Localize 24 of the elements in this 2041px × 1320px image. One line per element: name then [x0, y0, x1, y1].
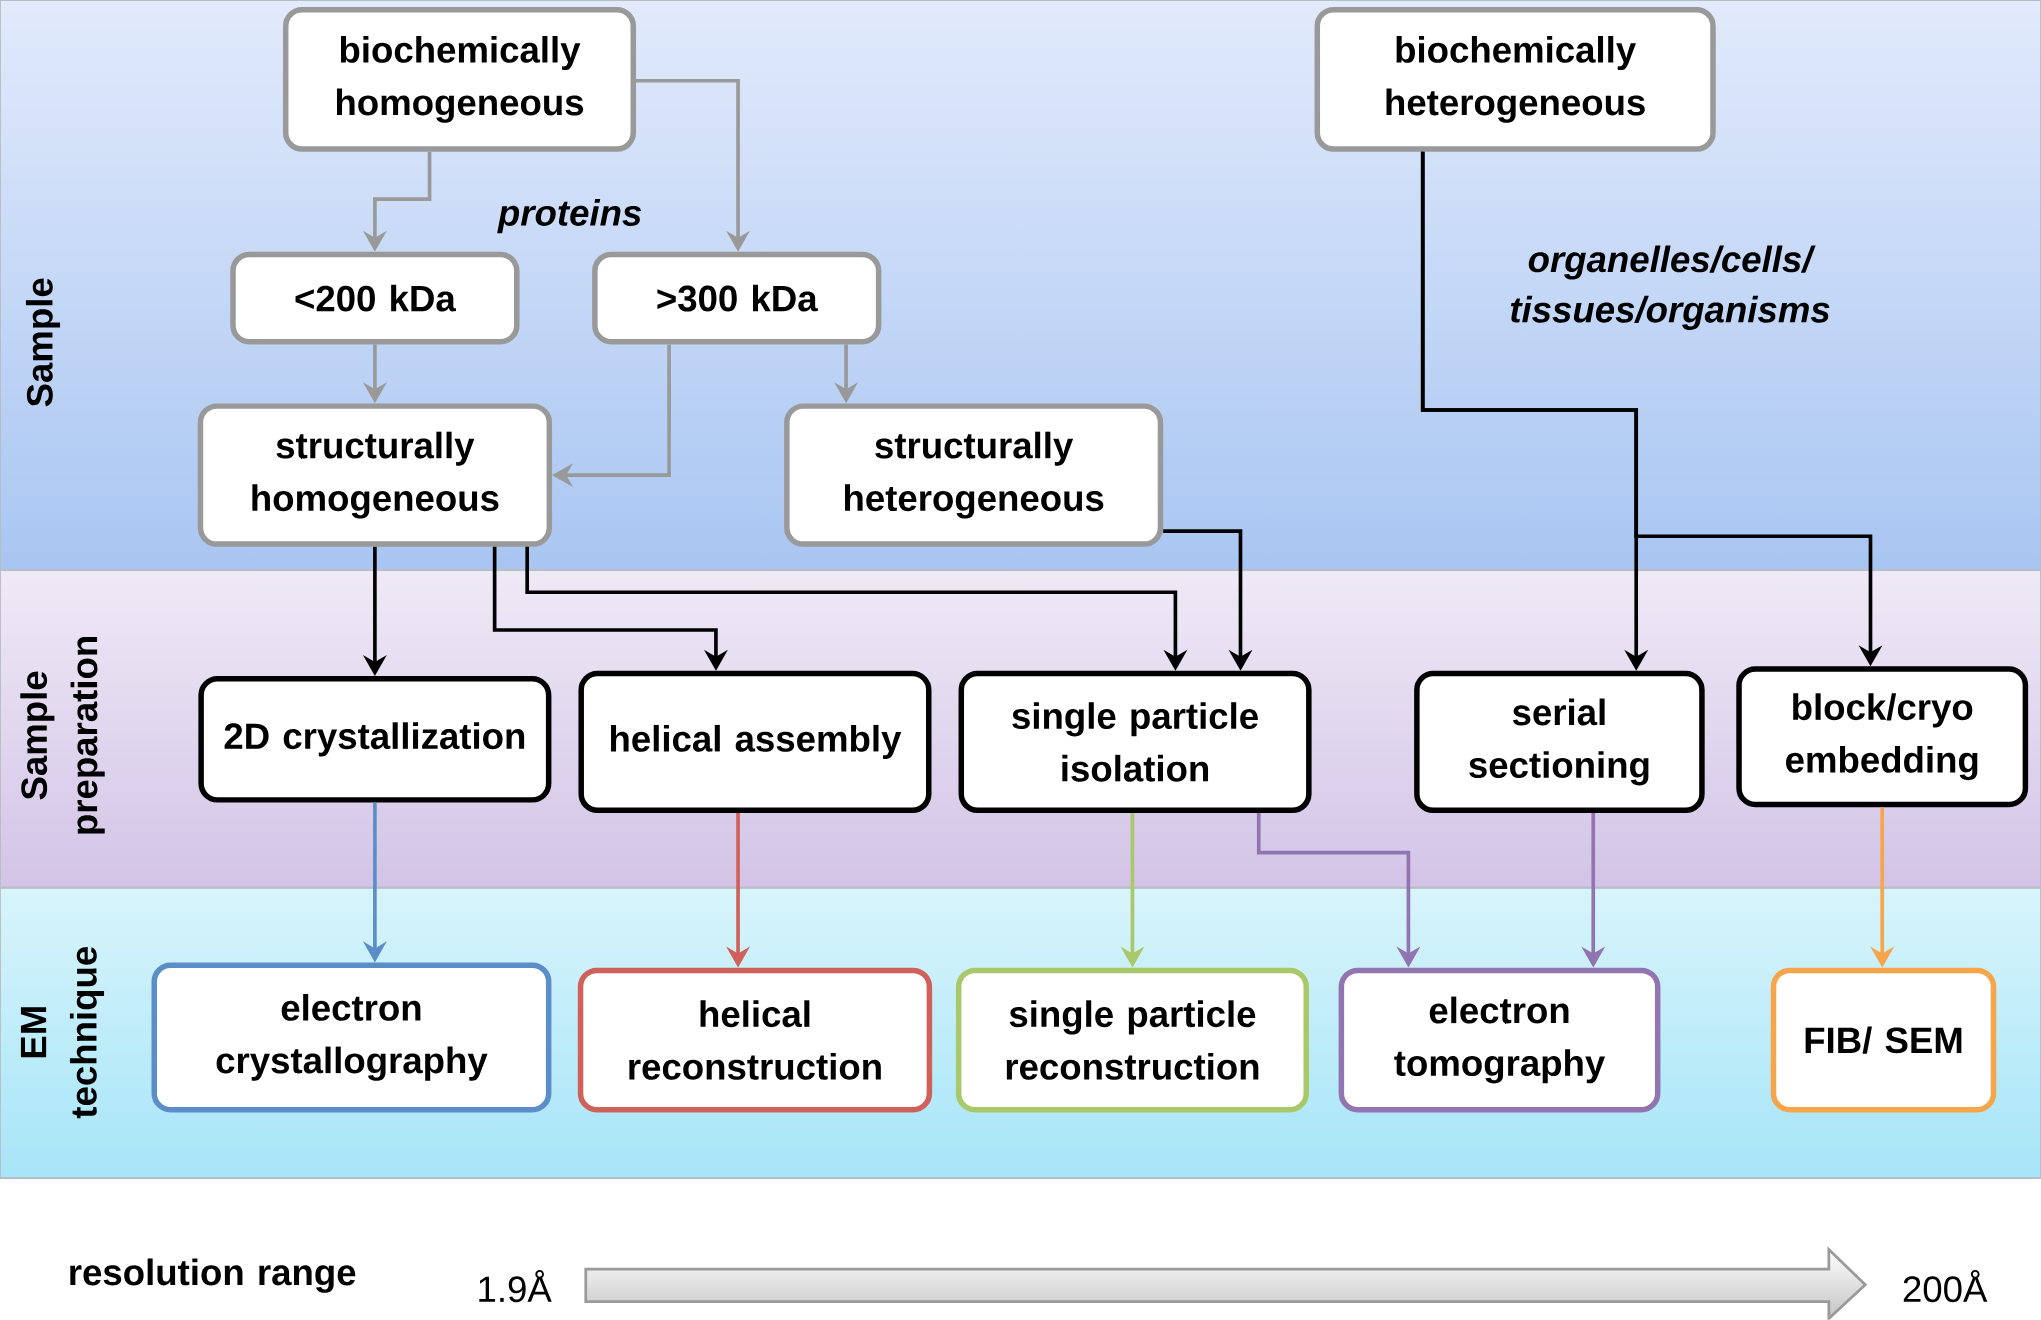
- rounded-box: >300 kDa: [592, 251, 882, 345]
- annotation-label: organelles/cells/ tissues/organisms: [1510, 245, 1830, 330]
- rounded-box: FIB/ SEM: [1770, 967, 1997, 1113]
- rounded-box: biochemically homogeneous: [282, 7, 636, 152]
- annotation-label: proteins: [497, 199, 642, 234]
- rounded-box: helical reconstruction: [577, 967, 933, 1113]
- band-label: Sample: [25, 278, 61, 407]
- rounded-box: block/cryo embedding: [1736, 666, 2029, 808]
- rounded-box: electron tomography: [1338, 967, 1661, 1113]
- band-label: EM technique: [20, 947, 105, 1119]
- rounded-box: single particle reconstruction: [955, 967, 1309, 1113]
- rounded-box: serial sectioning: [1414, 670, 1705, 814]
- rounded-box: structurally heterogeneous: [784, 403, 1164, 547]
- rounded-box: structurally homogeneous: [197, 403, 553, 547]
- rounded-box: electron crystallography: [151, 962, 552, 1113]
- rounded-box: single particle isolation: [958, 670, 1312, 814]
- band-label: Sample preparation: [20, 637, 105, 834]
- rounded-box: helical assembly: [578, 670, 932, 814]
- rounded-box: biochemically heterogeneous: [1314, 7, 1716, 152]
- rounded-box: <200 kDa: [230, 251, 520, 345]
- rounded-box: 2D crystallization: [198, 676, 552, 803]
- value-label: 1.9Å: [479, 1269, 552, 1303]
- value-label: 200Å: [1903, 1269, 1988, 1303]
- axis-label: resolution range: [70, 1258, 356, 1293]
